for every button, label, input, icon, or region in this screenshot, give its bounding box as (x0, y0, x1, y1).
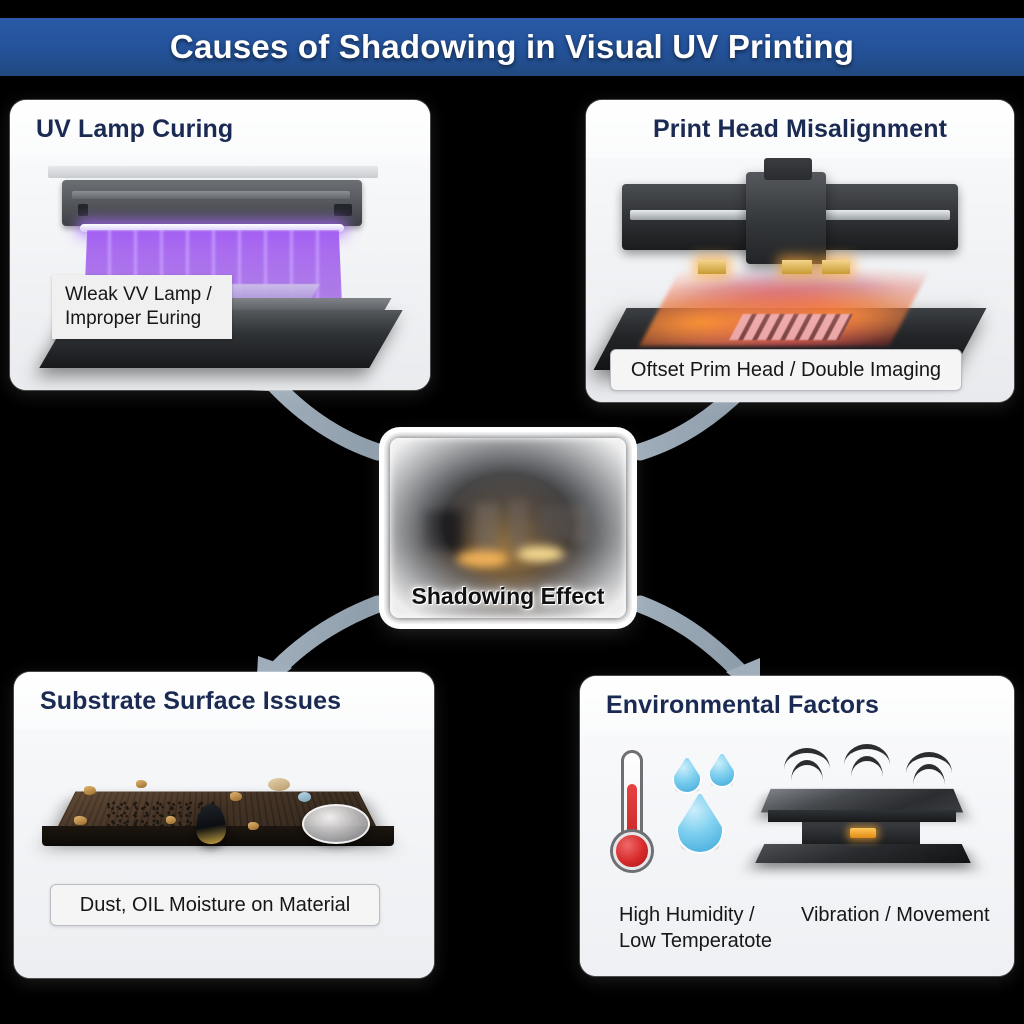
panel-title-print-head-misalignment: Print Head Misalignment (652, 114, 947, 143)
oil-droplet (196, 804, 226, 844)
vibration-top-edge (768, 810, 956, 822)
caption-uv-lamp-curing: Wleak VV Lamp / Improper Euring (52, 275, 232, 339)
fleck-3 (74, 816, 87, 825)
fleck-5 (230, 792, 242, 801)
print-head-cap (764, 158, 812, 180)
vibration-wave-3 (906, 752, 952, 773)
caption-substrate-surface-issues: Dust, OIL Moisture on Material (50, 884, 380, 926)
panel-title-substrate-surface-issues: Substrate Surface Issues (40, 686, 342, 715)
fleck-1 (84, 786, 96, 795)
fleck-2 (136, 780, 147, 788)
page-title: Causes of Shadowing in Visual UV Printin… (169, 28, 855, 65)
uv-lamp-knob-left (78, 204, 88, 216)
panel-header-print-head-misalignment: Print Head Misalignment (586, 100, 1014, 158)
panel-uv-lamp-curing[interactable]: UV Lamp Curing Wleak VV Lamp / Improper … (10, 100, 430, 390)
vibration-base-plate (755, 843, 971, 863)
nozzle-1 (698, 260, 726, 274)
vibration-wave-3b (913, 764, 945, 785)
fleck-6 (248, 822, 259, 830)
uv-lamp-tube (80, 224, 344, 232)
vibration-wave-1 (784, 748, 830, 769)
fleck-7 (268, 778, 290, 791)
caption-high-humidity-low-temperature: High Humidity / Low Temperatote (619, 904, 773, 952)
panel-image-substrate-surface-issues (14, 730, 434, 978)
nozzle-3 (822, 260, 850, 274)
vibration-top-plate (760, 788, 964, 813)
panel-image-uv-lamp-curing (10, 158, 430, 390)
nozzle-2 (782, 260, 812, 274)
vibration-wave-2b (851, 756, 883, 777)
environmental-illustration (580, 734, 1014, 976)
panel-header-substrate-surface-issues: Substrate Surface Issues (14, 672, 434, 730)
panel-image-environmental-factors (580, 734, 1014, 976)
panel-title-uv-lamp-curing: UV Lamp Curing (36, 114, 234, 143)
panel-print-head-misalignment[interactable]: Print Head Misalignment Oftset Prim Head… (586, 100, 1014, 402)
vibration-indicator-light (850, 828, 876, 838)
panel-header-uv-lamp-curing: UV Lamp Curing (10, 100, 430, 158)
vibration-wave-1b (791, 760, 823, 781)
water-drop-large-icon (676, 792, 724, 854)
shadowing-effect-vignette (390, 438, 626, 618)
center-node-label: Shadowing Effect (411, 583, 605, 609)
thermometer-icon (610, 750, 654, 876)
panel-header-environmental-factors: Environmental Factors (580, 676, 1014, 734)
printed-artwork (729, 314, 853, 340)
substrate-illustration (14, 730, 434, 978)
caption-print-head-misalignment: Oftset Prim Head / Double Imaging (610, 349, 962, 391)
uv-lamp-illustration (10, 158, 430, 390)
thermometer-mercury (627, 784, 637, 846)
center-node-shadowing-effect[interactable]: Shadowing Effect (384, 432, 632, 624)
vibration-wave-2 (844, 744, 890, 765)
print-head-carriage (746, 172, 826, 264)
uv-lamp-housing (62, 180, 362, 226)
panel-title-environmental-factors: Environmental Factors (606, 690, 879, 719)
thermometer-bulb (613, 832, 651, 870)
uv-lamp-knob-right (334, 204, 352, 216)
panel-substrate-surface-issues[interactable]: Substrate Surface Issues Dust, OIL Moist… (14, 672, 434, 978)
title-banner: Causes of Shadowing in Visual UV Printin… (0, 18, 1024, 76)
water-drop-small-2-icon (708, 752, 736, 788)
caption-vibration-movement: Vibration / Movement (801, 904, 990, 926)
moisture-bubble (302, 804, 370, 844)
fleck-8 (298, 792, 311, 802)
water-drop-small-1-icon (672, 756, 702, 794)
panel-environmental-factors[interactable]: Environmental Factors (580, 676, 1014, 976)
uv-rail (48, 166, 378, 178)
fleck-4 (166, 816, 176, 824)
gantry-right (808, 184, 958, 250)
vibrating-platform-icon (755, 744, 982, 884)
